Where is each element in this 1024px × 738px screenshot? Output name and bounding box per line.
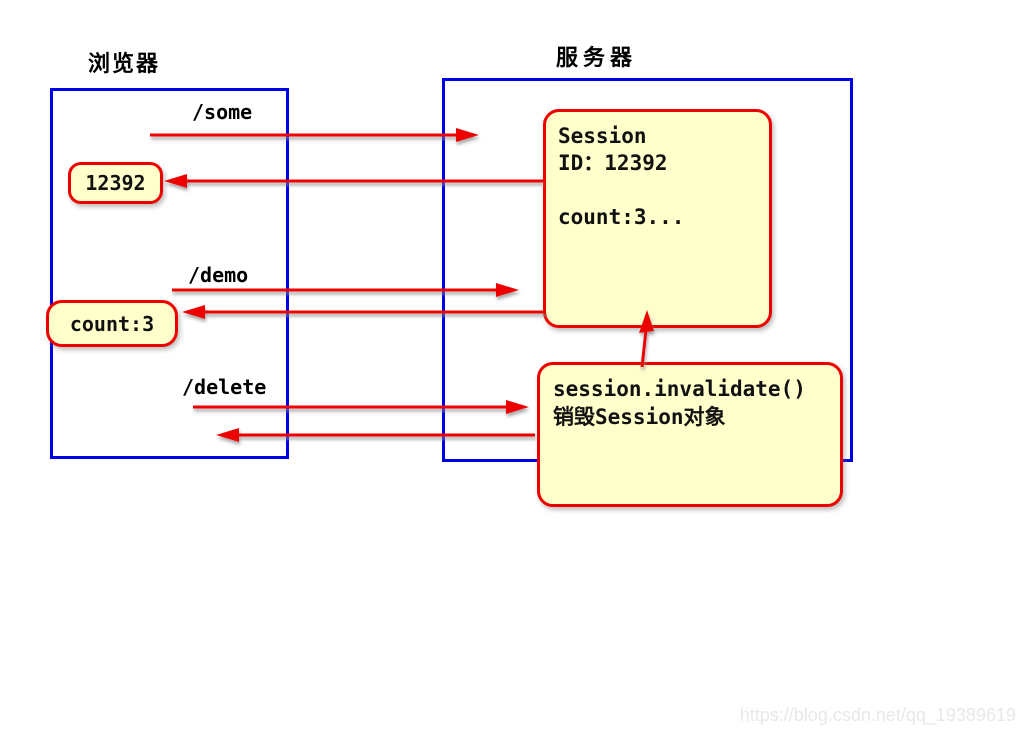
watermark: https://blog.csdn.net/qq_19389619: [739, 705, 1016, 725]
request-label-demo: /demo: [188, 263, 249, 287]
invalidate-note-code: session.invalidate(): [553, 377, 806, 401]
request-label-delete: /delete: [182, 375, 267, 399]
request-label-some: /some: [192, 100, 253, 124]
session-note: Session ID：12392 count:3...: [543, 109, 772, 328]
session-note-id: ID：12392: [558, 151, 668, 175]
browser-frame: [50, 88, 289, 459]
session-note-count: count:3...: [558, 205, 685, 229]
session-id-token: 12392: [68, 162, 163, 204]
session-note-spacer: [558, 177, 763, 204]
session-note-title: Session: [558, 124, 647, 148]
invalidate-note: session.invalidate() 销毁Session对象: [537, 362, 843, 507]
server-frame-title: 服务器: [556, 45, 638, 71]
count-token: count:3: [46, 300, 178, 347]
browser-frame-title: 浏览器: [88, 51, 161, 77]
invalidate-note-caption: 销毁Session对象: [553, 405, 726, 429]
